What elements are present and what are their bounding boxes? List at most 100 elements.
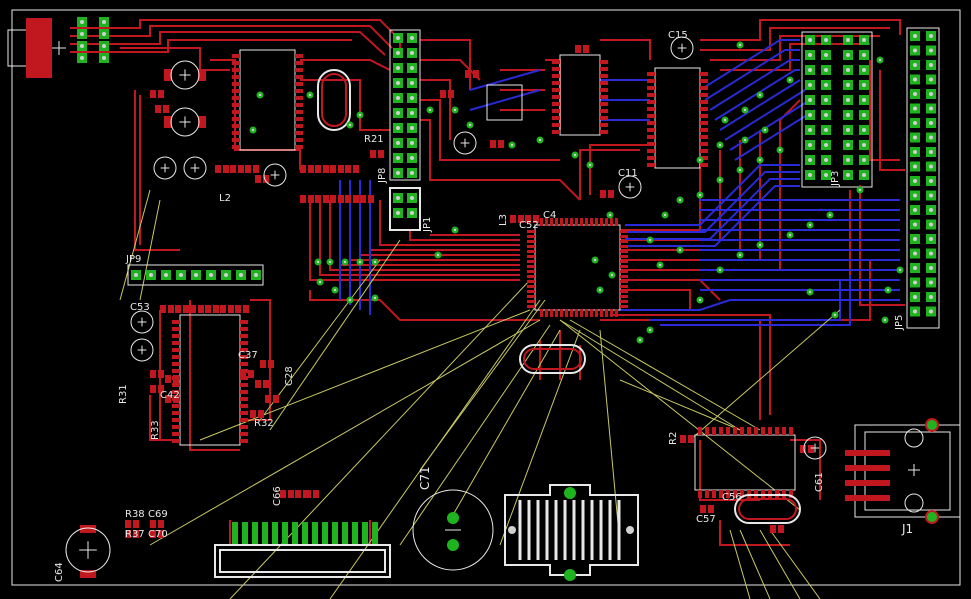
via-hole	[808, 290, 812, 294]
smd-pad	[552, 74, 560, 78]
smd-pad	[158, 385, 164, 393]
via-hole	[678, 248, 682, 252]
smd-pad	[600, 74, 608, 78]
smd-pad	[527, 280, 535, 283]
smd-pad	[600, 88, 608, 92]
smd-pad	[808, 445, 814, 453]
via-hole	[318, 280, 322, 284]
smd-pad	[240, 404, 248, 408]
smd-pad	[700, 93, 708, 97]
smd-pad	[688, 435, 694, 443]
via-hole	[453, 108, 457, 112]
th-pad	[251, 270, 261, 280]
airwires	[119, 189, 841, 599]
th-pad	[805, 35, 815, 45]
th-pad	[407, 123, 417, 133]
th-pad	[407, 108, 417, 118]
smd-pad	[782, 427, 786, 435]
th-pad	[926, 277, 936, 288]
via-hole	[883, 318, 887, 322]
electrolytic-cap	[170, 107, 200, 137]
th-pad	[910, 74, 920, 85]
smd-pad	[230, 165, 236, 173]
th-pad	[821, 80, 831, 90]
smd-pad	[232, 110, 240, 114]
smd-pad	[330, 165, 336, 173]
edge-pin	[272, 522, 278, 544]
via-hole	[738, 168, 742, 172]
smd-pad	[647, 93, 655, 97]
smd-pad	[155, 105, 161, 113]
smd-pad	[190, 305, 196, 313]
via-hole	[778, 148, 782, 152]
smd-pad	[540, 218, 543, 226]
via-hole	[743, 108, 747, 112]
th-pad	[821, 170, 831, 180]
label-r37: R37	[125, 529, 145, 540]
th-pad	[821, 35, 831, 45]
smd-pad	[647, 149, 655, 153]
smd-pad	[698, 490, 702, 498]
smd-pad	[740, 490, 744, 498]
smd-pad	[165, 395, 171, 403]
label-l3: L3	[498, 214, 509, 226]
smd-pad	[473, 70, 479, 78]
via-hole	[373, 260, 377, 264]
smd-pad	[360, 195, 366, 203]
smd-pad	[527, 245, 535, 248]
smd-pad	[620, 255, 628, 258]
th-pad	[393, 108, 403, 118]
label-c28: C28	[284, 366, 295, 386]
electrolytic-cap	[153, 156, 177, 180]
edge-pin	[352, 522, 358, 544]
th-pad	[161, 270, 171, 280]
label-r2: R2	[668, 432, 679, 445]
electrolytic-cap	[803, 436, 827, 460]
via-hole	[698, 298, 702, 302]
smd-pad	[590, 309, 593, 317]
smd-pad	[172, 404, 180, 408]
smd-pad	[330, 195, 336, 203]
smd-pad	[273, 395, 279, 403]
th-pad	[407, 33, 417, 43]
smd-pad	[570, 309, 573, 317]
edge-pin	[322, 522, 328, 544]
th-pad	[910, 219, 920, 230]
smd-pad	[164, 116, 172, 128]
th-pad	[393, 193, 403, 203]
smd-pad	[164, 69, 172, 81]
th-pad	[176, 270, 186, 280]
smd-pad	[305, 490, 311, 498]
smd-pad	[172, 334, 180, 338]
smd-pad	[570, 218, 573, 226]
smd-pad	[172, 348, 180, 352]
label-c61: C61	[814, 472, 825, 492]
smd-pad	[527, 230, 535, 233]
smd-pad	[700, 121, 708, 125]
smd-pad	[323, 165, 329, 173]
smd-pad	[172, 425, 180, 429]
smd-pad	[740, 427, 744, 435]
smd-pad	[240, 355, 248, 359]
th-pad	[821, 155, 831, 165]
label-c71: C71	[418, 466, 432, 490]
smd-pad	[253, 165, 259, 173]
via-hole	[373, 296, 377, 300]
smd-pad	[198, 305, 204, 313]
usb-connector-j1	[845, 418, 961, 524]
via-hole	[638, 338, 642, 342]
smd-pad	[552, 88, 560, 92]
smd-pad	[647, 142, 655, 146]
th-pad	[805, 125, 815, 135]
ic-u-bottom-right	[694, 434, 796, 491]
smd-pad	[240, 411, 248, 415]
th-pad	[926, 45, 936, 56]
smd-pad	[647, 128, 655, 132]
th-pad	[926, 89, 936, 99]
smd-pad	[232, 145, 240, 149]
crystal-bottom-right	[734, 494, 801, 524]
smd-pad	[295, 117, 303, 121]
smd-pad	[518, 215, 524, 223]
th-pad	[926, 176, 936, 186]
